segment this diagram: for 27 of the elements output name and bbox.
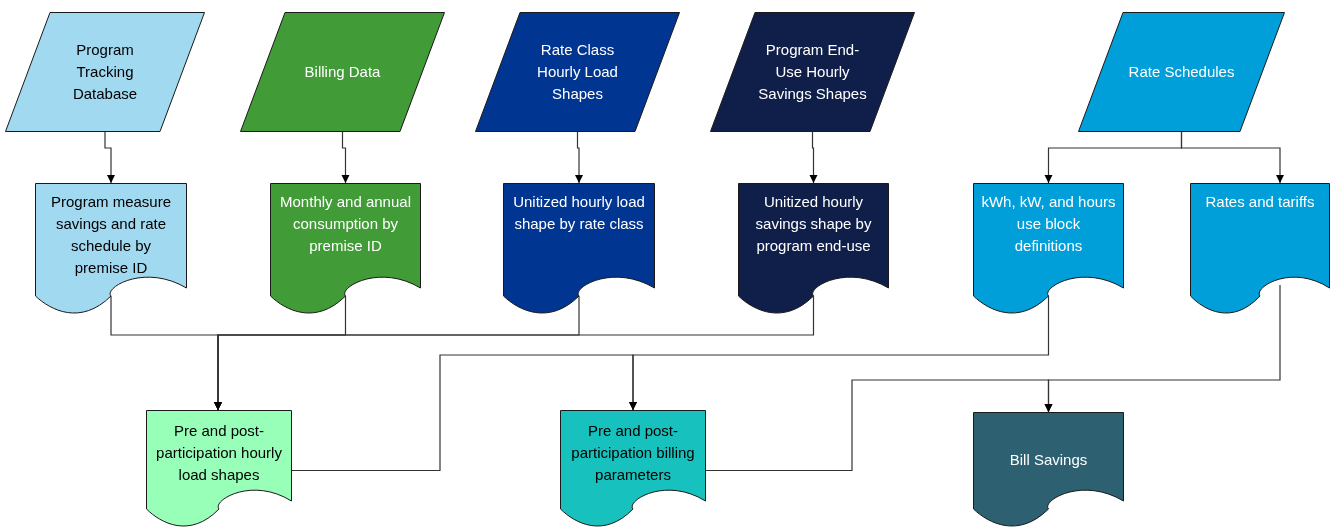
arrow	[341, 131, 350, 184]
node-label: Unitized hourly load shape by rate class	[512, 192, 646, 234]
node-label: Program Tracking Database	[71, 40, 139, 104]
arrow	[104, 131, 115, 184]
arrow	[1044, 284, 1281, 413]
data-parallelogram	[240, 12, 445, 132]
data-parallelogram	[5, 12, 205, 132]
node-label: Program End-Use Hourly Savings Shapes	[758, 40, 867, 104]
node-label: Pre and post-participation hourly load shapes	[155, 421, 283, 485]
arrow	[575, 131, 583, 184]
node-label: Rate Class Hourly Load Shapes	[536, 40, 619, 104]
arrow	[629, 295, 1050, 411]
node-label: Billing Data	[304, 62, 381, 82]
data-parallelogram	[1078, 12, 1285, 132]
arrow	[214, 295, 815, 411]
node-label: Program measure savings and rate schedule by premise ID	[49, 192, 172, 278]
node-label: kWh, kW, and hours use block definitions	[981, 192, 1116, 256]
node-label: Pre and post-participation billing parameters	[570, 421, 696, 485]
node-label: Bill Savings	[1009, 449, 1088, 470]
node-label: Monthly and annual consumption by premise ID	[279, 192, 412, 256]
node-label: Rates and tariffs	[1205, 192, 1315, 212]
arrow	[1180, 131, 1284, 184]
data-parallelogram	[475, 12, 680, 132]
data-parallelogram	[710, 12, 915, 132]
node-label: Rate Schedules	[1128, 62, 1235, 82]
node-label: Unitized hourly savings shape by program end-use	[754, 192, 873, 256]
arrow	[809, 131, 818, 184]
